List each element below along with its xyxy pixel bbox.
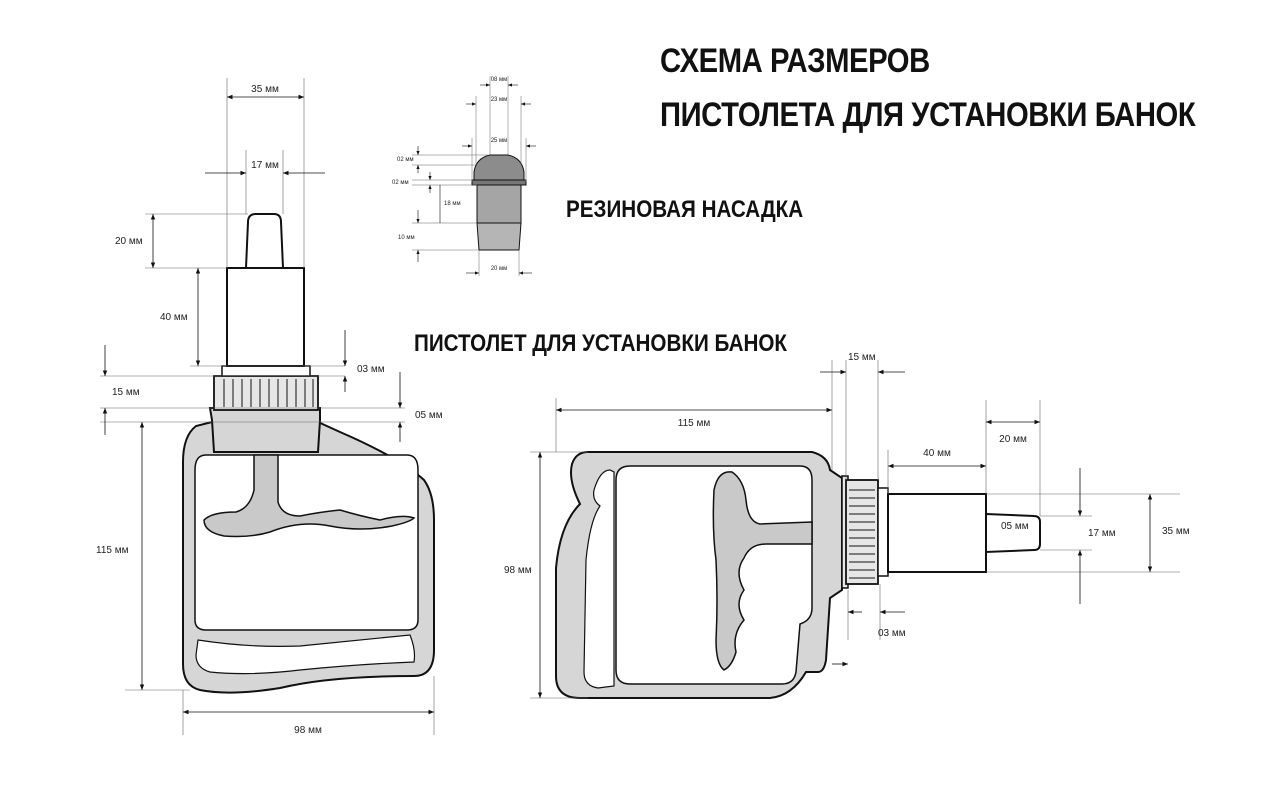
front-dim-body-width: 98 мм xyxy=(294,725,322,736)
side-dimensions: 15 мм 115 мм 40 мм 20 мм 05 мм 17 мм 35 … xyxy=(504,352,1190,698)
side-ring xyxy=(845,479,879,585)
front-dim-tip-width: 17 мм xyxy=(251,160,279,171)
side-dim-ring: 15 мм xyxy=(848,352,876,363)
side-dim-tip-dia: 17 мм xyxy=(1088,528,1116,539)
front-view-drawing xyxy=(182,213,435,694)
side-dim-tip-length: 20 мм xyxy=(999,434,1027,445)
front-ring xyxy=(213,375,319,411)
nozzle-dome xyxy=(473,154,525,181)
front-neck xyxy=(208,407,321,453)
side-dim-body-length: 115 мм xyxy=(678,418,711,429)
side-body-window xyxy=(615,465,813,685)
front-body-window xyxy=(194,454,419,631)
side-small-collar xyxy=(877,487,889,577)
side-view-drawing xyxy=(555,451,1041,699)
nozzle-skirt xyxy=(476,222,522,251)
front-dimensions: 35 мм 17 мм 20 мм 40 мм 03 мм 15 мм 05 м… xyxy=(96,84,443,736)
front-dim-ring-height: 15 мм xyxy=(112,387,140,398)
front-dim-barrel-height: 40 мм xyxy=(160,312,188,323)
front-collar xyxy=(221,365,311,377)
nozzle-dim-height-low: 10 мм xyxy=(398,235,415,241)
nozzle-dim-upper: 23 мм xyxy=(491,97,508,103)
side-dim-barrel-dia: 35 мм xyxy=(1162,526,1190,537)
side-extension-lines xyxy=(530,360,1180,699)
front-trigger xyxy=(203,454,416,538)
nozzle-dim-lip-1: 02 мм xyxy=(397,157,414,163)
nozzle-dim-bottom: 20 мм xyxy=(491,266,508,272)
side-barrel xyxy=(887,493,987,573)
nozzle-extension-lines xyxy=(412,76,527,276)
front-barrel xyxy=(226,267,305,367)
side-back-window xyxy=(583,469,615,689)
nozzle-dim-body: 25 мм xyxy=(491,138,508,144)
side-dim-gap: 03 мм xyxy=(878,628,906,639)
nozzle-dim-top: 08 мм xyxy=(491,77,508,83)
side-trigger xyxy=(712,471,813,671)
front-dim-cap-width: 35 мм xyxy=(251,84,279,95)
nozzle-dim-lip-2: 02 мм xyxy=(392,180,409,186)
side-dim-tip-step: 05 мм xyxy=(1001,521,1029,532)
rubber-nozzle-drawing xyxy=(471,154,527,251)
front-dim-neck: 05 мм xyxy=(415,410,443,421)
side-dim-barrel-length: 40 мм xyxy=(923,448,951,459)
gun-section-title: ПИСТОЛЕТ ДЛЯ УСТАНОВКИ БАНОК xyxy=(414,330,788,357)
front-dim-collar-gap: 03 мм xyxy=(357,364,385,375)
diagram-title-line-1: СХЕМА РАЗМЕРОВ xyxy=(660,42,930,80)
front-lower-window xyxy=(195,634,416,675)
side-dim-body-height: 98 мм xyxy=(504,565,532,576)
nozzle-body xyxy=(476,184,522,224)
front-ring-ribs xyxy=(223,379,314,407)
nozzle-section-title: РЕЗИНОВАЯ НАСАДКА xyxy=(566,196,804,223)
side-ring-ribs xyxy=(849,489,875,579)
front-dim-tip-height: 20 мм xyxy=(115,236,143,247)
side-tip xyxy=(985,512,1041,554)
front-dim-body-height: 115 мм xyxy=(96,545,129,556)
diagram-title-line-2: ПИСТОЛЕТА ДЛЯ УСТАНОВКИ БАНОК xyxy=(660,96,1196,134)
nozzle-band xyxy=(471,179,527,186)
nozzle-dimensions: 08 мм 23 мм 25 мм 02 мм 02 мм 18 мм 10 м… xyxy=(392,77,536,275)
front-tip xyxy=(244,213,285,269)
nozzle-dim-height-mid: 18 мм xyxy=(444,201,461,207)
